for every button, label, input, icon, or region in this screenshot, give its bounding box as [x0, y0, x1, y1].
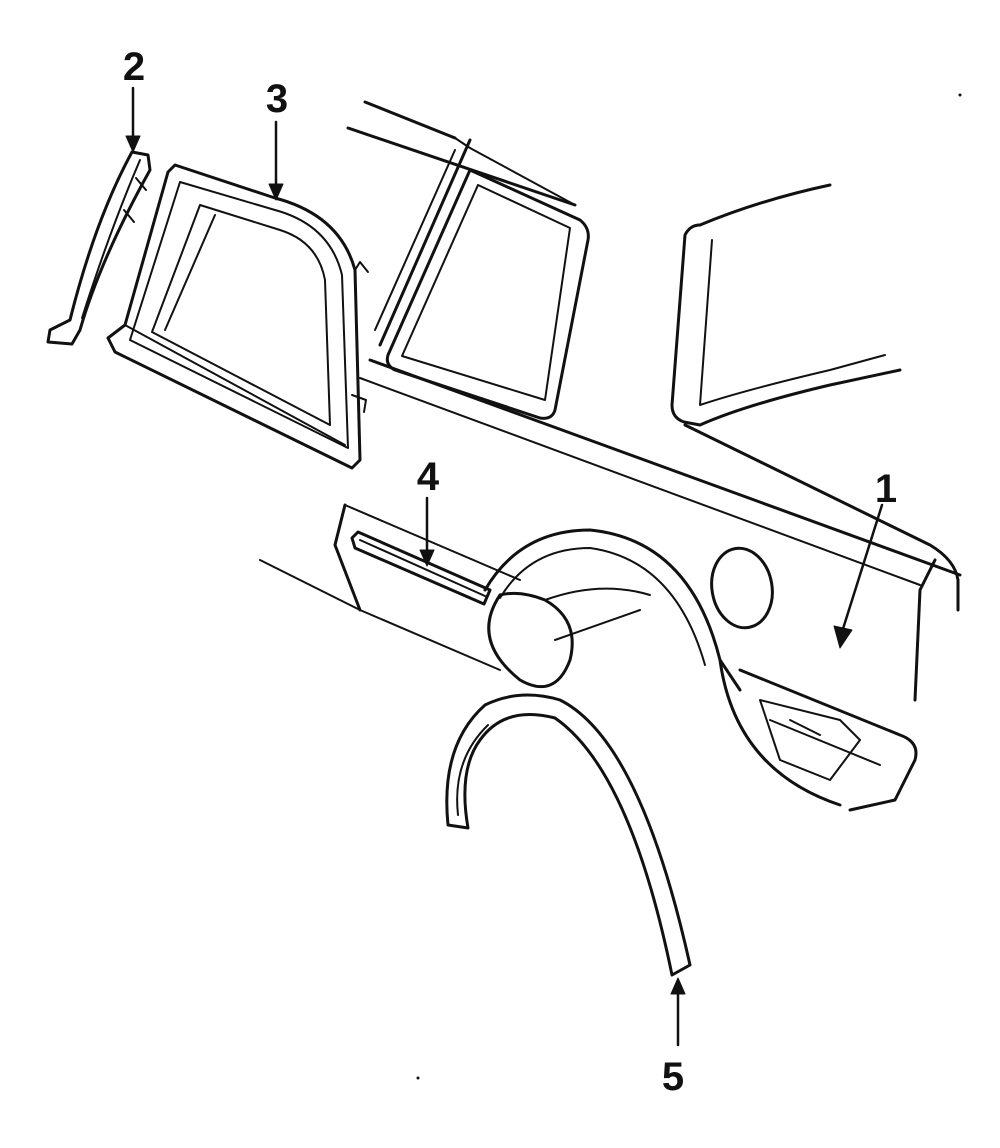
- part-4-side-molding: [350, 530, 492, 606]
- speck: [958, 93, 962, 97]
- part-5-wheel-flare: [445, 693, 692, 977]
- part-2-pillar-molding: [46, 150, 152, 346]
- part-3-window-frame: [106, 163, 369, 470]
- callout-labels: 1 2 3 4 5: [123, 45, 897, 1099]
- vehicle-body: [259, 100, 962, 812]
- callout-5: 5: [662, 1055, 684, 1099]
- callout-3: 3: [266, 77, 288, 121]
- callout-2: 2: [123, 45, 145, 89]
- speck: [416, 1076, 420, 1080]
- leader-lines: [125, 86, 884, 1047]
- callout-4: 4: [417, 455, 440, 499]
- callout-1: 1: [875, 467, 897, 511]
